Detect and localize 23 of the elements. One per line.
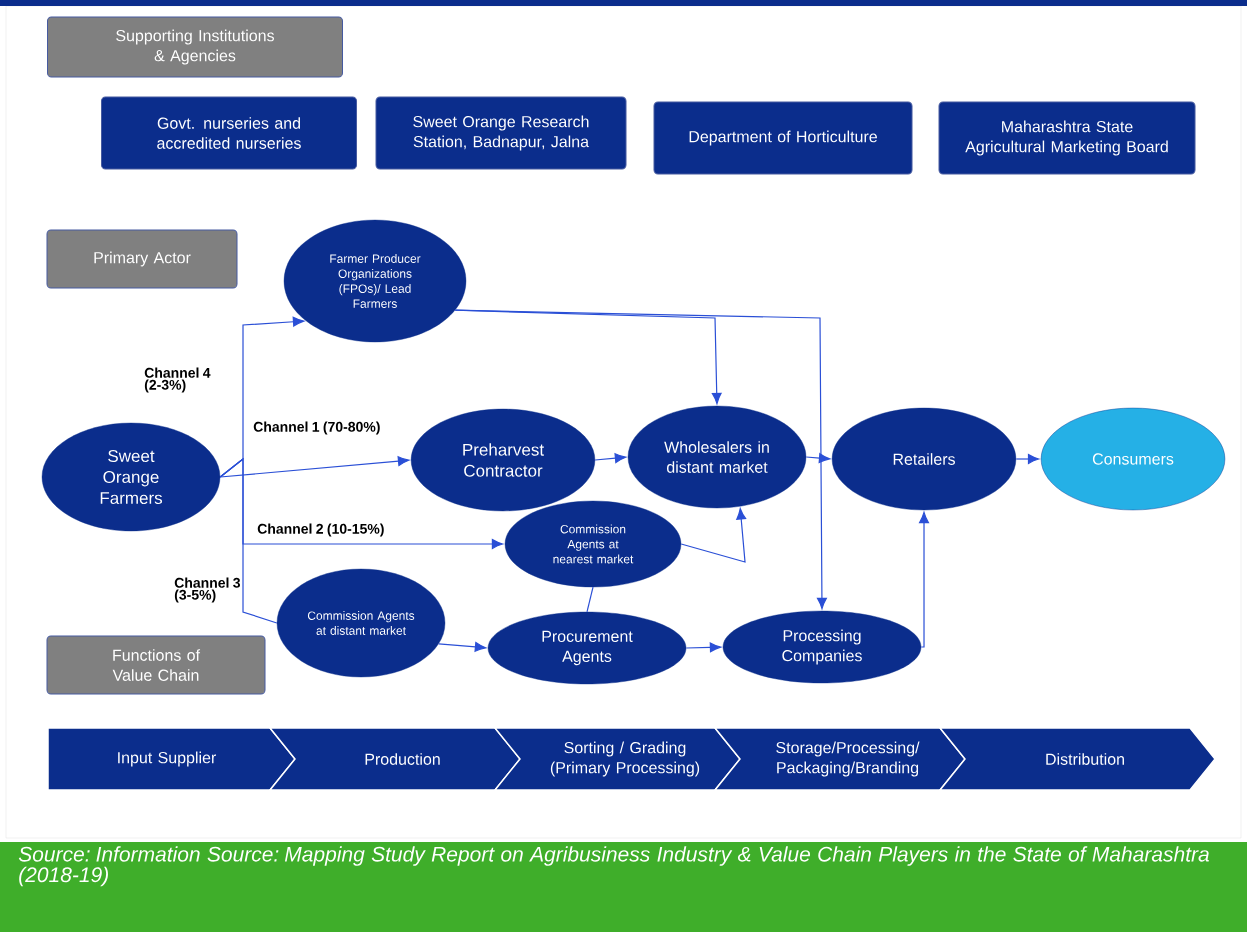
chevron-step: Distribution [938,727,1216,791]
label-box: Govt. nurseries and accredited nurseries [101,96,357,170]
label-box: Sweet Orange Research Station, Badnapur, Jalna [375,96,627,170]
arrow [919,511,929,648]
arrow [685,642,722,653]
label-box: Department of Horticulture [653,101,913,175]
arrow [454,309,827,610]
edge-label: Channel 1 (70-80%) [253,421,380,435]
label-box: Primary Actor [46,229,238,289]
chevron-step: Input Supplier [47,727,296,791]
arrow [438,642,487,652]
edge-label: Channel 3 (3-5%) [174,577,241,603]
arrow [219,456,410,478]
edge-label: Channel 2 (10-15%) [257,523,384,537]
label-box: Supporting Institutions & Agencies [47,16,343,78]
edge-label: Channel 4 (2-3%) [144,367,211,393]
arrow [680,508,747,563]
arrow [594,453,627,464]
arrow [805,453,831,464]
caption-band: Source: Information Source: Mapping Study Report on Agribusiness Industry & Value Chain Players in the State of Maharashtra (2018-19) [0,842,1247,932]
arrow [1015,454,1040,464]
label-box: Maharashtra State Agricultural Marketing Board [938,101,1196,175]
label-box: Functions of Value Chain [46,635,266,695]
